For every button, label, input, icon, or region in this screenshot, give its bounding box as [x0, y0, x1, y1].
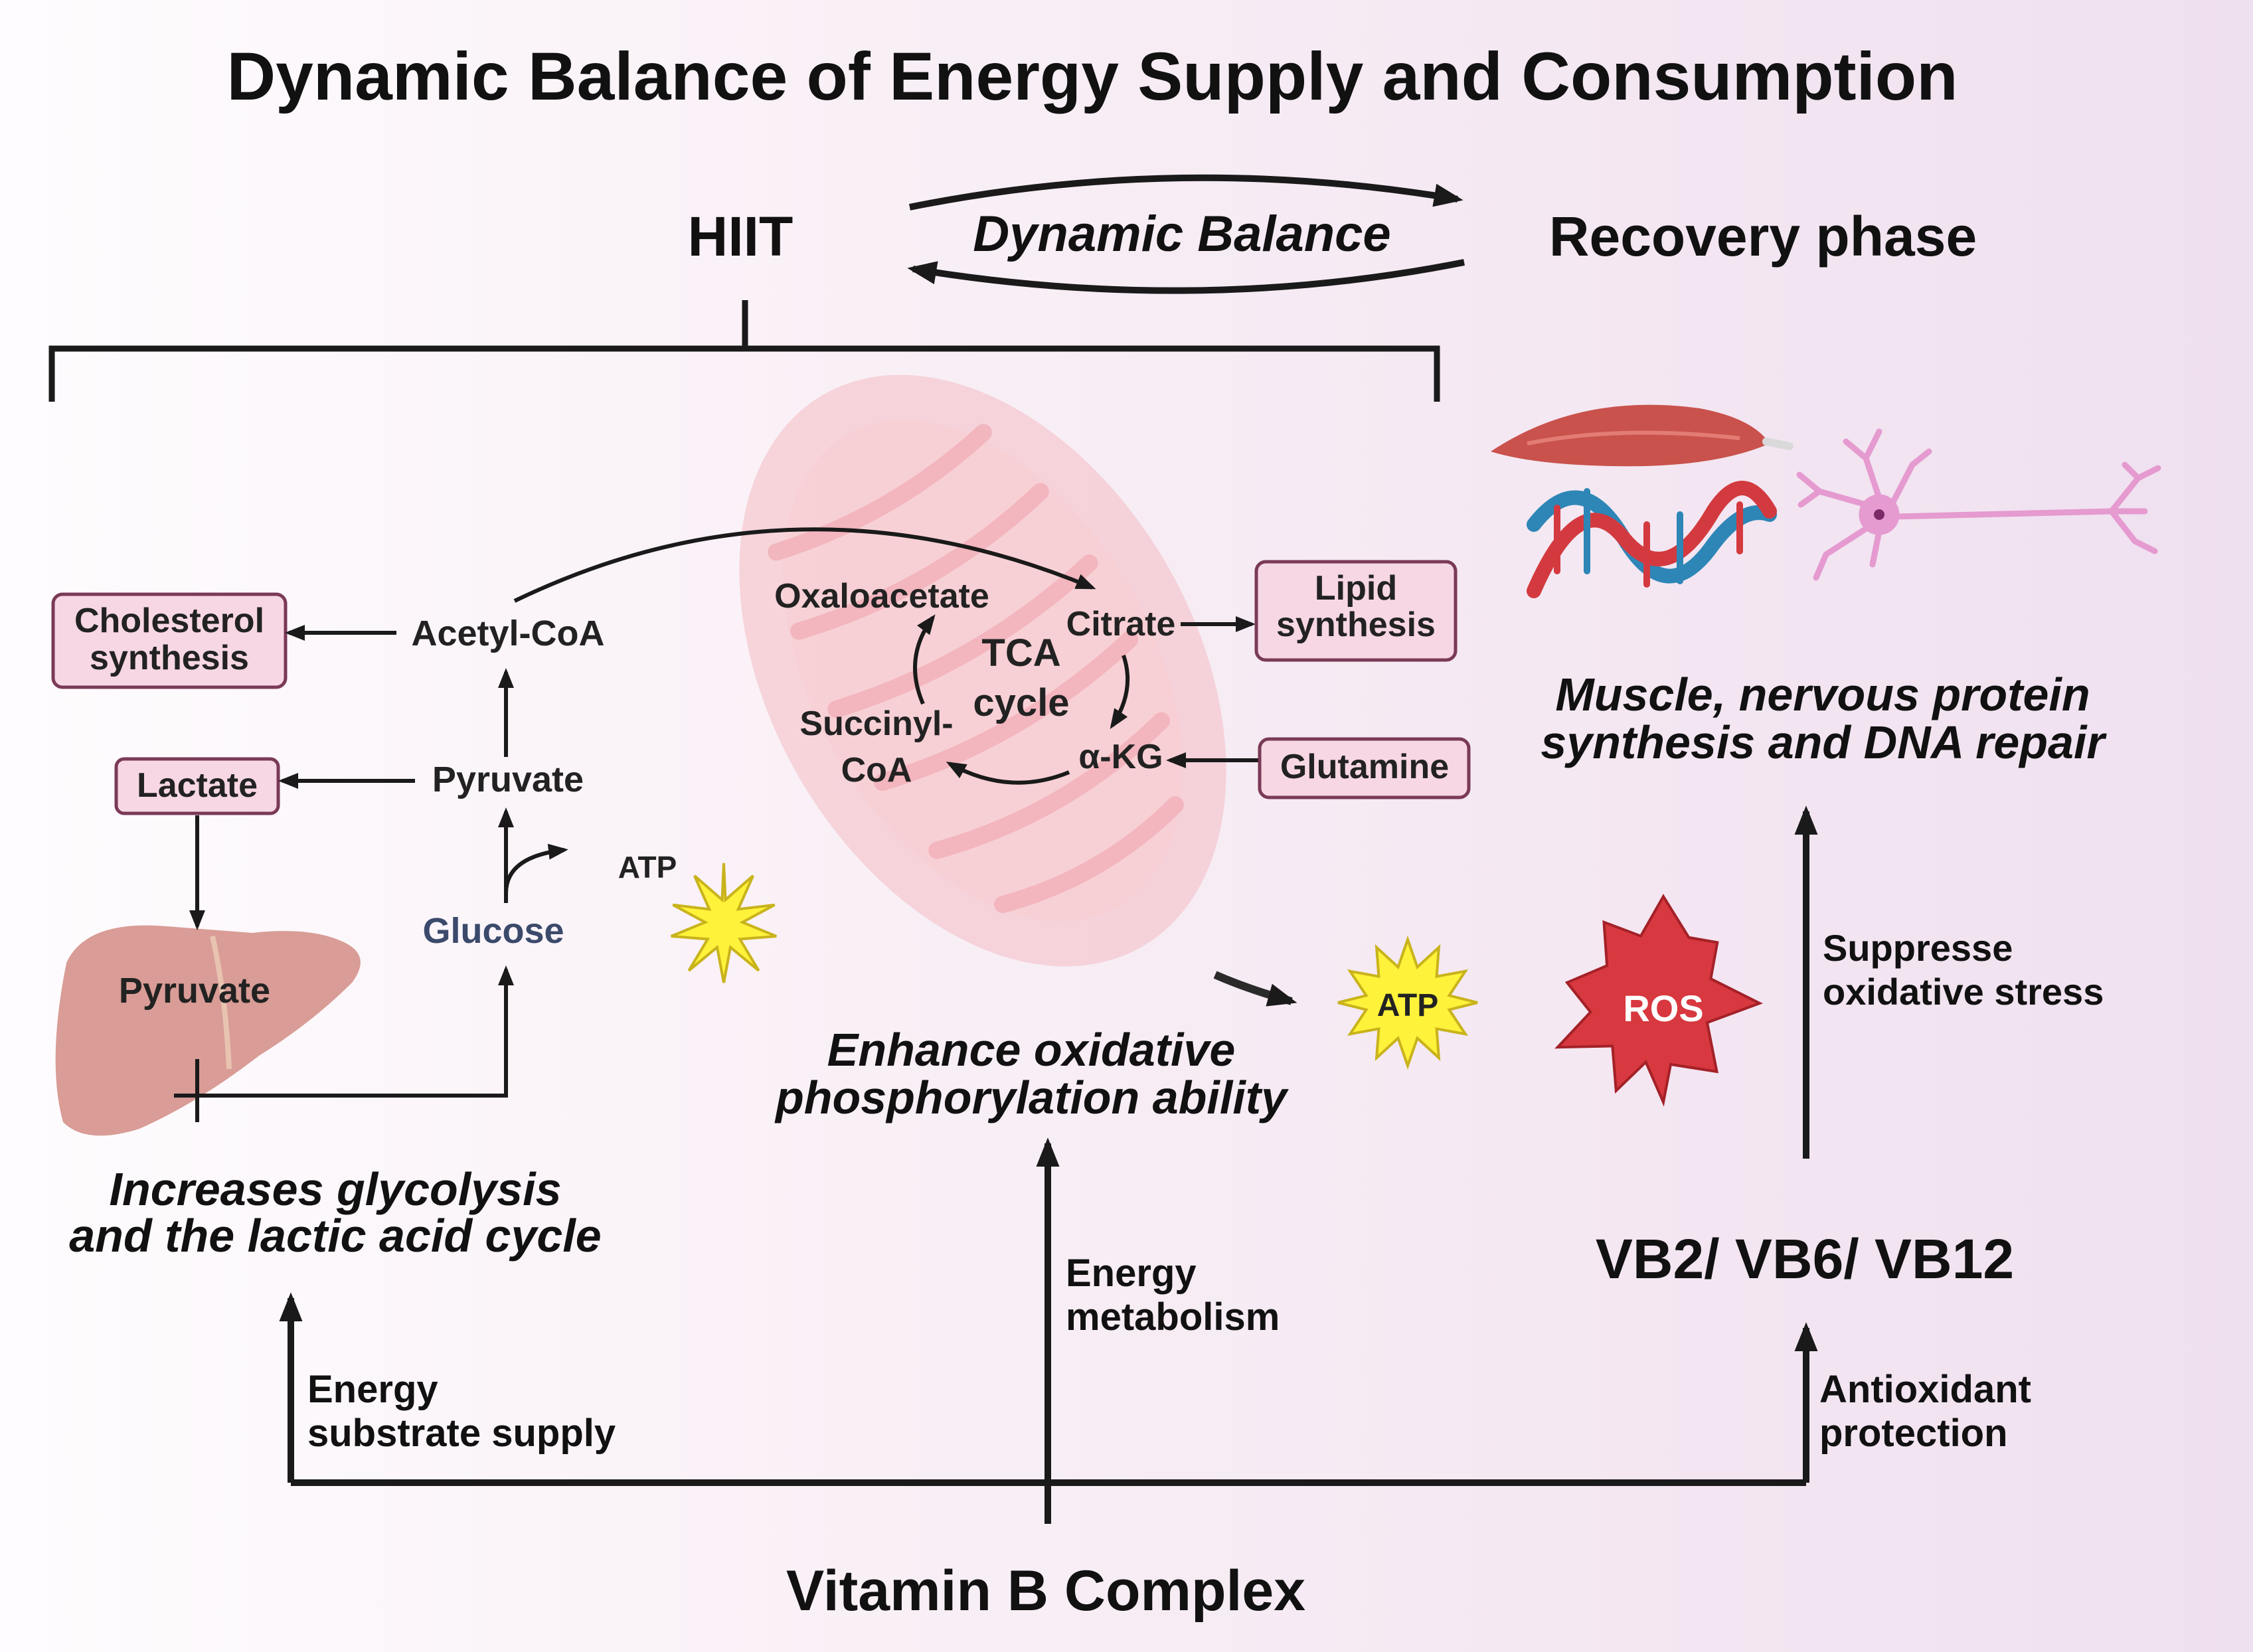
antioxidant-label-line2: protection	[1819, 1412, 2008, 1455]
energy-supply-label-line2: substrate supply	[307, 1412, 616, 1455]
vb-label: VB2/ VB6/ VB12	[1596, 1228, 2014, 1290]
tca-cycle-arrows	[913, 614, 1258, 785]
oxphos-caption-line2: phosphorylation ability	[774, 1072, 1289, 1123]
energy-metabolism-label-line1: Energy	[1066, 1252, 1197, 1295]
liver-illustration	[55, 925, 361, 1136]
suppress-label-line1: Suppresse	[1823, 927, 2013, 969]
dynamic-balance-label: Dynamic Balance	[973, 206, 1390, 262]
glutamine-label: Glutamine	[1280, 748, 1449, 786]
hiit-label: HIIT	[688, 205, 793, 268]
tca-label-line2: cycle	[973, 681, 1069, 724]
atp-star-mito	[1337, 935, 1478, 1070]
oxaloacetate-label: Oxaloacetate	[774, 577, 989, 616]
mito-atp-arrow	[1213, 971, 1297, 1007]
lipid-label-line1: Lipid	[1315, 569, 1397, 608]
cholesterol-label-line2: synthesis	[90, 639, 249, 677]
tca-label-line1: TCA	[981, 631, 1060, 675]
akg-label: α-KG	[1078, 738, 1163, 776]
bottom-arrows	[291, 805, 1818, 1524]
glycolysis-caption-line2: and the lactic acid cycle	[69, 1210, 601, 1262]
succinyl-label-line2: CoA	[841, 751, 912, 789]
energy-supply-label-line1: Energy	[307, 1368, 438, 1411]
neuron-icon	[1796, 428, 2161, 581]
lipid-synthesis-box	[1254, 560, 1458, 662]
ros-star	[1554, 894, 1764, 1107]
glucose-label: Glucose	[422, 911, 564, 951]
vitamin-b-complex-label: Vitamin B Complex	[786, 1559, 1305, 1623]
antioxidant-label-line1: Antioxidant	[1819, 1368, 2031, 1411]
balance-arrow-back	[907, 259, 1465, 294]
recovery-phase-label: Recovery phase	[1549, 205, 1977, 268]
lactate-label: Lactate	[137, 766, 258, 805]
atp-label-mito: ATP	[1377, 988, 1438, 1023]
liver-pyruvate-label: Pyruvate	[119, 971, 270, 1011]
page-title: Dynamic Balance of Energy Supply and Con…	[226, 39, 1958, 114]
balance-arrow-forward	[909, 174, 1463, 210]
energy-metabolism-label-line2: metabolism	[1066, 1295, 1280, 1339]
cholesterol-synthesis-box	[51, 592, 288, 689]
hiit-bracket	[48, 300, 1440, 402]
muscle-illustration	[1491, 404, 1794, 467]
succinyl-label-line1: Succinyl-	[799, 704, 953, 743]
recovery-caption-line2: synthesis and DNA repair	[1541, 716, 2107, 768]
dna-icon	[1527, 481, 1777, 598]
acetyl-coa-label: Acetyl-CoA	[411, 614, 604, 653]
glycolysis-caption-line1: Increases glycolysis	[110, 1163, 562, 1215]
atp-label-glycolysis: ATP	[618, 850, 677, 884]
oxphos-caption-line1: Enhance oxidative	[827, 1024, 1236, 1076]
atp-star-glycolysis	[671, 863, 777, 983]
citrate-label: Citrate	[1066, 605, 1176, 643]
cholesterol-label-line1: Cholesterol	[74, 602, 264, 640]
suppress-label-line2: oxidative stress	[1823, 971, 2104, 1013]
glutamine-box	[1258, 737, 1471, 799]
glycolysis-arrows	[174, 527, 1096, 1122]
mitochondrion-illustration	[739, 374, 1226, 967]
pyruvate-label: Pyruvate	[432, 760, 584, 799]
ros-label: ROS	[1623, 987, 1703, 1029]
lipid-label-line2: synthesis	[1276, 606, 1436, 644]
recovery-caption-line1: Muscle, nervous protein	[1555, 669, 2090, 720]
